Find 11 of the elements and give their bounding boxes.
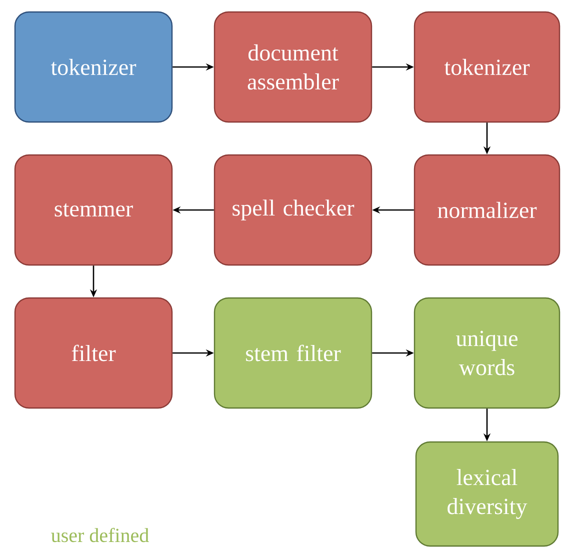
process-box: lexical diversity [415, 441, 559, 547]
process-box: stem filter [214, 297, 372, 409]
process-box: stemmer [14, 154, 173, 266]
process-box: tokenizer [414, 11, 560, 123]
process-box: normalizer [414, 154, 560, 266]
process-box: filter [14, 297, 173, 409]
process-box: document assembler [214, 11, 372, 123]
legend-text: user defined [51, 528, 149, 542]
process-box: tokenizer [14, 11, 173, 123]
process-box: unique words [414, 297, 560, 409]
process-box: spell checker [214, 154, 372, 266]
